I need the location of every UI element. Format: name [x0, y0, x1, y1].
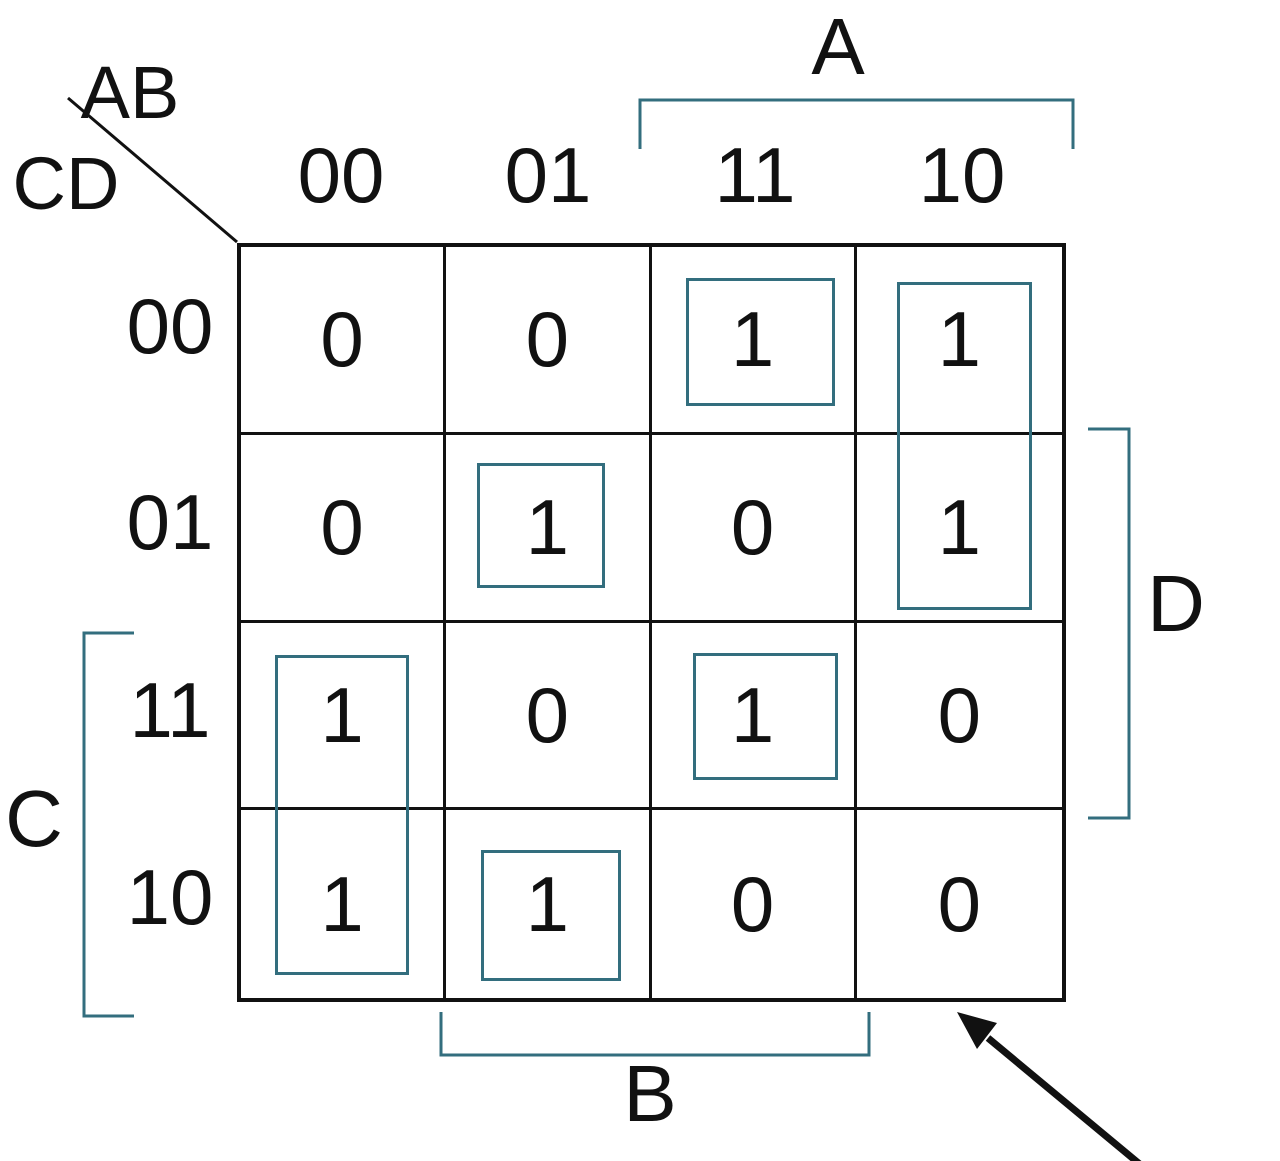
- group-box-ab10-cd00-cd01: [897, 282, 1032, 610]
- cell-cd10-ab10: 0: [937, 860, 982, 949]
- cell-cd01-ab00: 0: [241, 434, 447, 623]
- corner-label-cd: CD: [12, 142, 120, 225]
- col-header-ab11: 11: [714, 131, 796, 219]
- bracket-a: [638, 98, 1075, 149]
- cell-cd00-ab10: 1: [856, 247, 1062, 435]
- cell-cd10-ab00: 1: [241, 810, 447, 998]
- col-header-ab10: 10: [918, 131, 1006, 219]
- cell-cd00-ab11: 1: [651, 247, 857, 435]
- cell-cd11-ab11: 1: [651, 622, 857, 811]
- group-box-cd10-ab01: [481, 850, 621, 981]
- group-box-cd11-ab11: [693, 653, 838, 780]
- cell-cd00-ab01: 0: [446, 247, 652, 435]
- group-box-cd00-ab11: [686, 278, 835, 406]
- cell-cd10-ab01: 1: [446, 810, 652, 998]
- col-header-ab00: 00: [297, 131, 385, 219]
- cell-cd01-ab11: 0: [651, 434, 857, 623]
- bracket-label-d: D: [1147, 559, 1205, 648]
- pointer-arrow-shaft: [985, 1035, 1142, 1161]
- cell-cd11-ab01: 0: [446, 622, 652, 811]
- corner-label-ab: AB: [80, 51, 180, 134]
- group-box-cd01-ab01: [477, 463, 605, 588]
- group-box-ab00-cd11-cd10: [275, 655, 409, 975]
- cell-cd11-ab00: 1: [241, 622, 447, 811]
- bracket-label-b: B: [623, 1049, 677, 1138]
- row-header-cd10: 10: [126, 853, 214, 941]
- bracket-d: [1088, 427, 1131, 820]
- bracket-label-a: A: [811, 2, 865, 91]
- kmap-grid: 0 0 1 1 0 1 0 1 1 0 1 0 1 1 0 0: [237, 243, 1066, 1002]
- cell-cd11-ab10: 0: [856, 623, 1062, 811]
- cell-cd01-ab10: 1: [856, 435, 1062, 623]
- cell-cd10-ab11: 0: [652, 810, 857, 998]
- row-header-cd01: 01: [126, 478, 214, 566]
- cell-cd01-ab01: 1: [446, 434, 652, 623]
- col-header-ab01: 01: [504, 131, 592, 219]
- cell-cd00-ab00: 0: [241, 247, 447, 435]
- row-header-cd00: 00: [126, 282, 214, 370]
- pointer-arrow-head-icon: [957, 1012, 997, 1049]
- row-header-cd11: 11: [129, 666, 211, 754]
- bracket-label-c: C: [5, 774, 63, 863]
- bracket-c: [82, 631, 134, 1018]
